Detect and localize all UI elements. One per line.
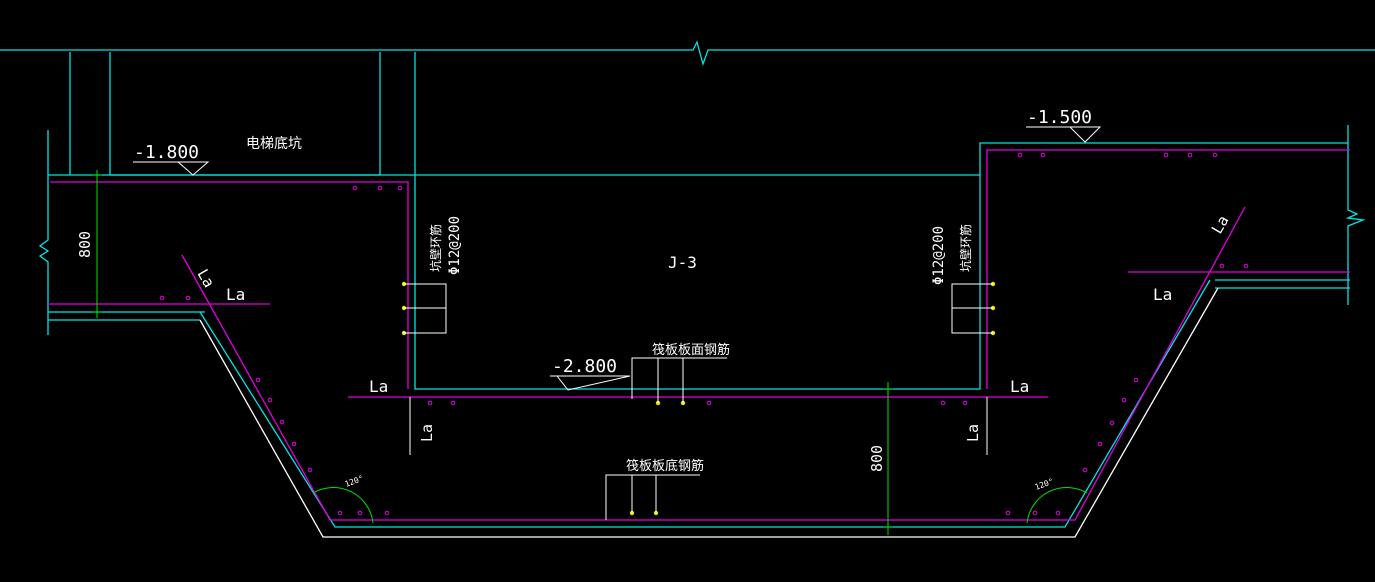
angle-arc-right: [1026, 487, 1088, 524]
elevator-pit-label: 电梯底坑: [246, 136, 302, 152]
annotations: 电梯底坑 -1.800 -1.500 -2.800 J-3 800 800 La…: [76, 107, 1232, 492]
right-edge-break: [1345, 125, 1366, 305]
pile-cap-label: J-3: [668, 253, 697, 272]
leader-lines: [133, 126, 1102, 520]
elev-mark-left: [133, 161, 210, 176]
elev-bottom: -2.800: [552, 356, 617, 377]
rebar-spec-left: Φ12@200: [447, 216, 463, 275]
la-label-right-pit: La: [1010, 377, 1029, 396]
la-label-left-raft: La: [226, 285, 245, 304]
rebar-spec-right: Φ12@200: [931, 226, 947, 285]
pit-bottom-rebar: [181, 206, 1246, 521]
la-label-left-slope: La: [194, 266, 219, 291]
elev-mark-right: [1026, 126, 1102, 143]
left-edge-break: [38, 130, 50, 335]
angle-label-left: 120°: [344, 474, 365, 489]
pit-box: [414, 174, 981, 390]
elev-top-right: -1.500: [1027, 107, 1092, 128]
elev-top-left: -1.800: [134, 142, 199, 163]
pit-trapezoid-outer: [199, 287, 1219, 538]
la-label-right-raft: La: [1153, 285, 1172, 304]
rebar-dots: [159, 152, 1249, 516]
raft-bottom-bar-label: 筏板板底钢筋: [626, 458, 704, 474]
pit-trapezoid-cyan: [199, 279, 1211, 528]
concrete-outline: [0, 40, 1375, 528]
cover-line: [199, 287, 1219, 538]
la-label-right-vert: La: [964, 424, 982, 442]
dim-800-right: 800: [868, 445, 886, 472]
dim-800-left: 800: [76, 231, 94, 258]
elev-mark-bottom: [550, 375, 631, 391]
la-label-left-vert: La: [418, 424, 436, 442]
rebar-lines: [48, 149, 1350, 521]
raft-top-bar-label: 筏板板面钢筋: [652, 342, 730, 358]
top-rebar-left: [50, 181, 409, 389]
angle-label-right: 120°: [1034, 477, 1055, 492]
la-label-right-slope: La: [1208, 212, 1233, 237]
ring-bar-dots: [401, 281, 996, 516]
ring-bar-right: 坑壁环筋: [958, 224, 973, 272]
angle-arc-left: [312, 487, 374, 524]
la-label-left-pit: La: [369, 377, 388, 396]
dimensions: [92, 170, 1088, 535]
top-slab-line: [0, 40, 1375, 67]
ring-bar-left: 坑壁环筋: [428, 224, 443, 272]
right-step: [979, 142, 1348, 175]
top-rebar-right: [986, 149, 1350, 389]
